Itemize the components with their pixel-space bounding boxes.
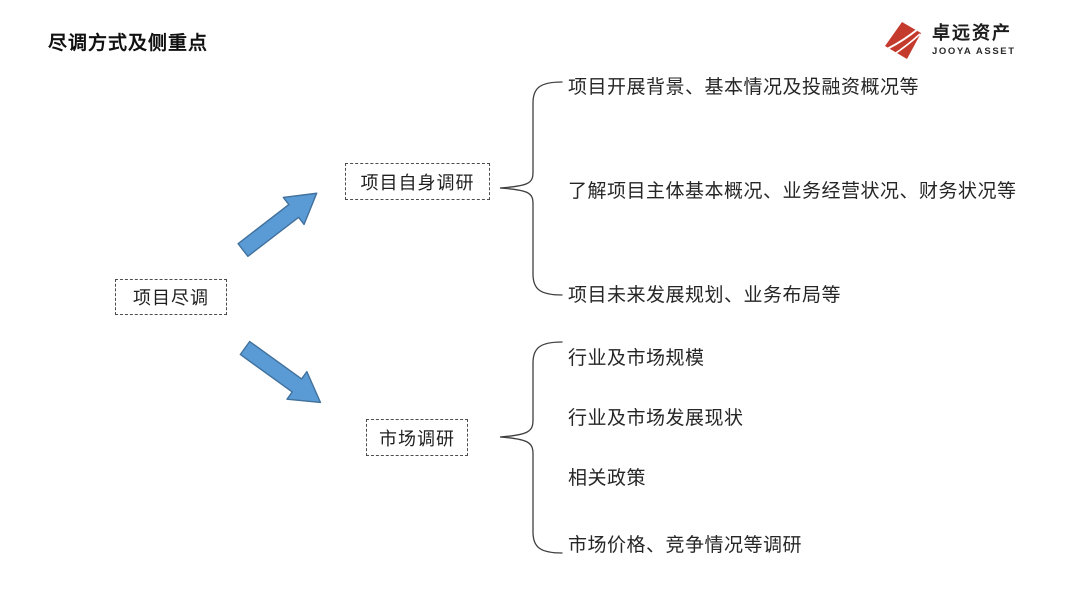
arrow-up-right-icon xyxy=(237,192,318,258)
arrow-down-right-icon xyxy=(239,340,322,404)
branch-node-project-self-research: 项目自身调研 xyxy=(345,163,490,200)
leaf-item: 行业及市场规模 xyxy=(568,348,705,369)
root-node-project-due-diligence: 项目尽调 xyxy=(115,279,227,315)
leaf-item: 相关政策 xyxy=(568,468,647,489)
branch-node-market-research: 市场调研 xyxy=(366,419,468,456)
leaf-item: 项目开展背景、基本情况及投融资概况等 xyxy=(568,77,920,98)
logo-text: 卓远资产 JOOYA ASSET xyxy=(932,23,1016,58)
brace-top xyxy=(499,81,563,296)
logo-name-cn: 卓远资产 xyxy=(932,23,1012,44)
logo-icon xyxy=(885,22,921,59)
page-title: 尽调方式及侧重点 xyxy=(48,33,209,54)
leaf-item: 项目未来发展规划、业务布局等 xyxy=(568,285,842,306)
brace-bottom xyxy=(499,341,563,554)
logo-name-en: JOOYA ASSET xyxy=(932,46,1016,58)
leaf-item: 了解项目主体基本概况、业务经营状况、财务状况等 xyxy=(568,181,1017,202)
leaf-item: 行业及市场发展现状 xyxy=(568,408,744,429)
leaf-item: 市场价格、竞争情况等调研 xyxy=(568,535,803,556)
company-logo: 卓远资产 JOOYA ASSET xyxy=(882,20,1016,62)
